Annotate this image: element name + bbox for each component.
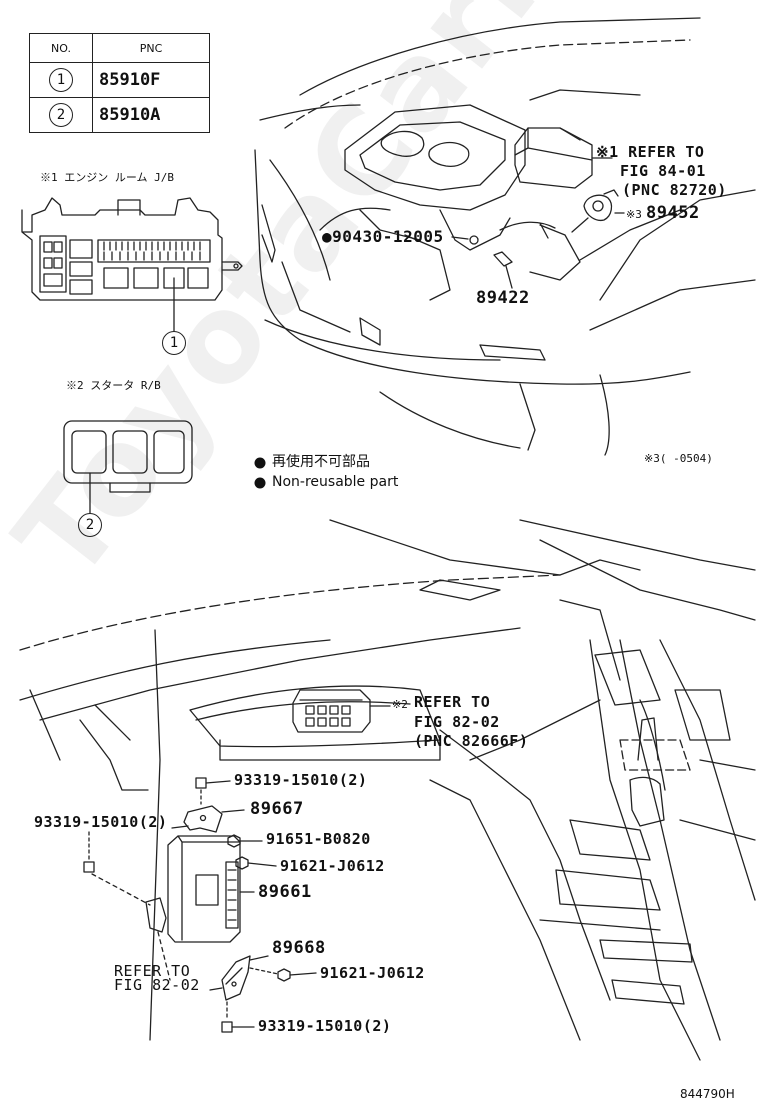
- refer-82-02-line1: REFER TO: [114, 962, 191, 980]
- part-89661-label: 89661: [258, 882, 312, 902]
- inset2-callout: 2: [78, 513, 102, 537]
- ref-82-02-line1: REFER TO: [414, 693, 491, 711]
- legend-en: Non-reusable part: [272, 474, 399, 490]
- pnc-table-header-pnc: PNC: [92, 33, 210, 63]
- part-90430-label: ●90430-12005: [322, 227, 444, 246]
- inset1-title: ※1 エンジン ルーム J/B: [40, 171, 175, 184]
- part-89668-label: 89668: [272, 938, 326, 958]
- pnc-value: 85910A: [92, 97, 210, 133]
- legend-dot-2: [254, 477, 266, 489]
- bolt-left-label: 93319-15010(2): [34, 813, 168, 831]
- part-89422-label: 89422: [476, 288, 530, 308]
- note-marker-2: ※2: [392, 698, 408, 711]
- starter-relay-block-drawing: [63, 420, 193, 514]
- pnc-table-row: 2 85910A: [29, 97, 210, 133]
- part-91621-upper-label: 91621-J0612: [280, 857, 385, 875]
- part-91621-lower-label: 91621-J0612: [320, 964, 425, 982]
- ref-84-01-line2: FIG 84-01: [620, 162, 706, 180]
- part-91651-label: 91651-B0820: [266, 830, 371, 848]
- engine-room-junction-block-drawing: [21, 197, 243, 333]
- pnc-value: 85910F: [92, 62, 210, 98]
- row-number-badge: 1: [49, 68, 73, 92]
- bolt-top-label: 93319-15010(2): [234, 771, 368, 789]
- figure-id: 844790H: [680, 1087, 735, 1101]
- note-marker-3: ※3: [626, 208, 642, 221]
- ref-84-01-line1: ※1 REFER TO: [596, 143, 705, 161]
- pnc-table-header-no: NO.: [29, 33, 93, 63]
- engine-bay-drawing: [254, 17, 756, 456]
- pnc-table-header: NO. PNC: [29, 33, 210, 63]
- legend-jp: 再使用不可部品: [272, 454, 370, 470]
- ref-84-01-line3: (PNC 82720): [622, 181, 727, 199]
- bolt-bottom-label: 93319-15010(2): [258, 1017, 392, 1035]
- refer-82-02-line2: FIG 82-02: [114, 976, 200, 994]
- note-3-range: ※3( -0504): [644, 452, 713, 465]
- inset2-title: ※2 スタータ R/B: [66, 379, 161, 392]
- pnc-table: NO. PNC 1 85910F 2 85910A: [29, 33, 210, 133]
- row-number-badge: 2: [49, 103, 73, 127]
- part-89452-label: 89452: [646, 203, 700, 223]
- inset1-callout: 1: [162, 331, 186, 355]
- pnc-table-row: 1 85910F: [29, 62, 210, 98]
- part-89667-label: 89667: [250, 799, 304, 819]
- legend-dot-1: [254, 457, 266, 469]
- dashboard-drawing: [19, 519, 756, 1061]
- ref-82-02-line3: (PNC 82666F): [414, 732, 529, 750]
- ref-82-02-line2: FIG 82-02: [414, 713, 500, 731]
